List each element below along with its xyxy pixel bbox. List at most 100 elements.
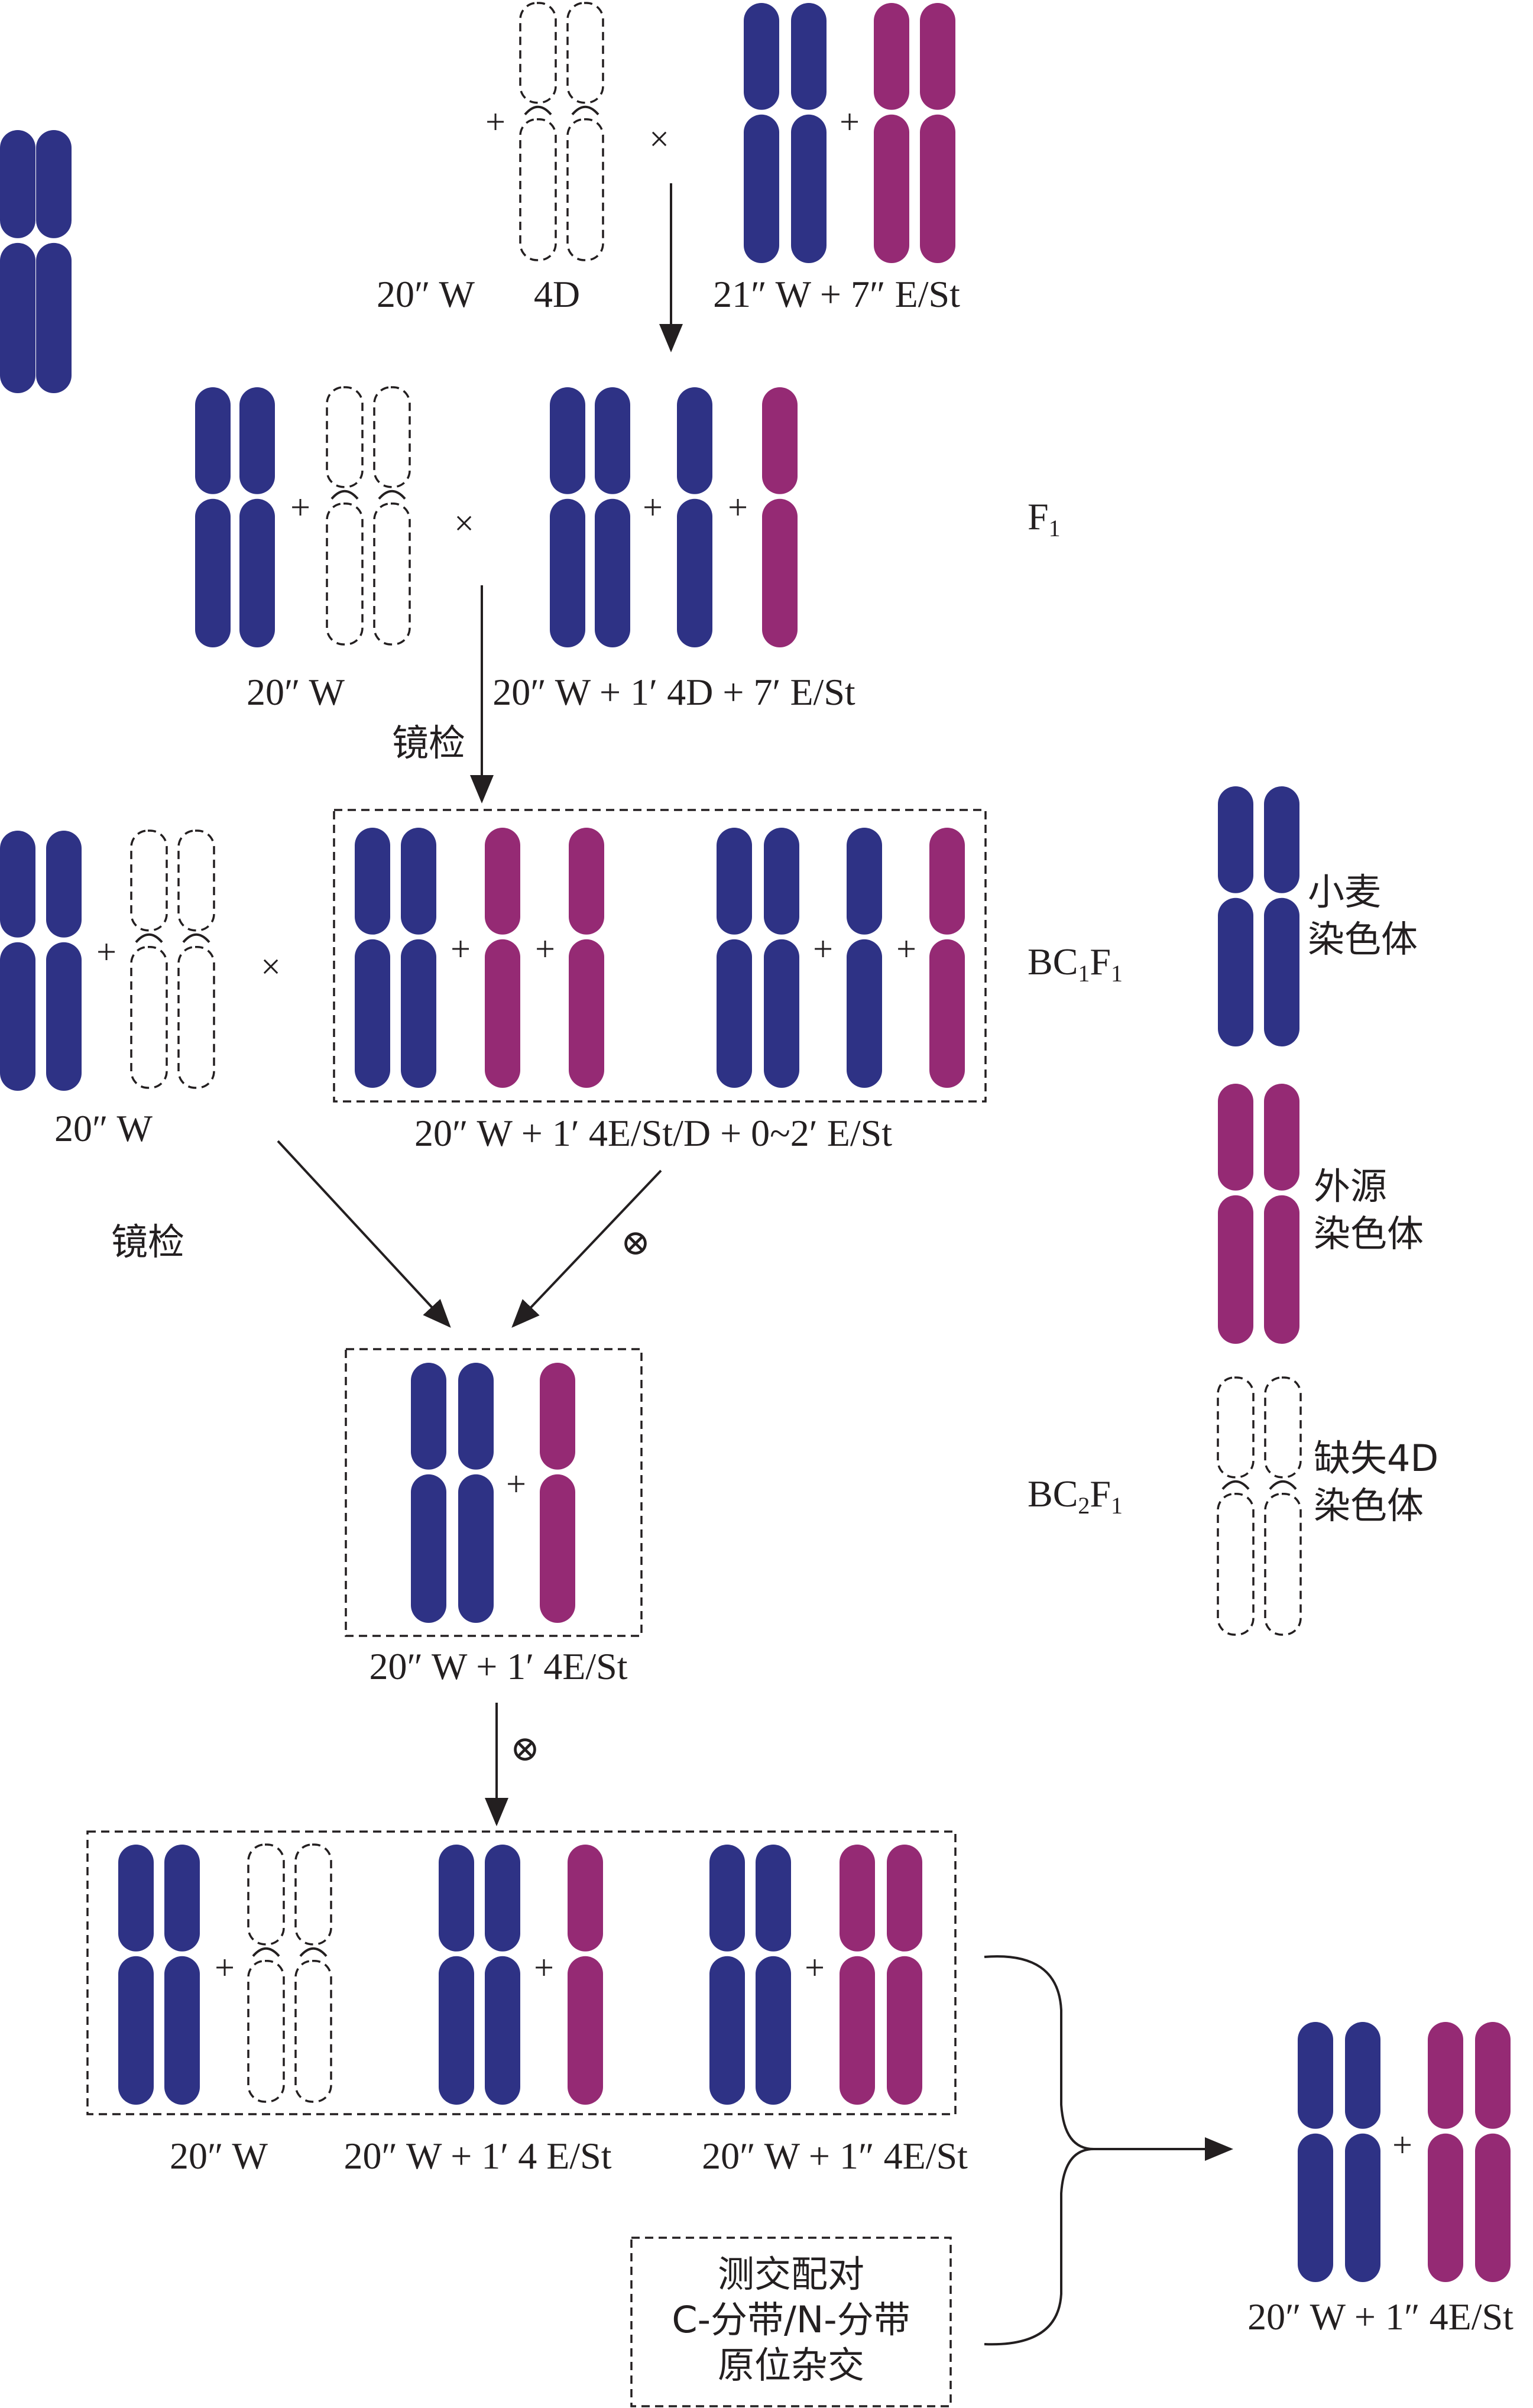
cross-sign: × <box>649 119 669 158</box>
plus-sign: + <box>728 488 748 527</box>
legend-nulli-label: 缺失4D <box>1314 1437 1438 1480</box>
chrom-group <box>485 828 520 1088</box>
chrom-group <box>540 1363 575 1623</box>
wheat-chromosome <box>744 3 779 263</box>
progeny-a-label: 20″ W <box>170 2135 268 2177</box>
wheat-chromosome <box>550 387 585 647</box>
parent-wheat-label: 20″ W <box>377 273 475 315</box>
wheat-chromosome <box>1218 786 1253 1046</box>
convergence-brace <box>984 1955 1094 2346</box>
wheat-chromosome <box>46 831 82 1091</box>
legend-wheat-swatch <box>1218 786 1299 1046</box>
wheat-chromosome <box>195 387 231 647</box>
progeny-c-label: 20″ W + 1″ 4E/St <box>702 2135 968 2177</box>
plus-sign: + <box>215 1948 235 1987</box>
f1-wheat-label: 20″ W <box>247 671 345 713</box>
wheat-chromosome <box>1345 2022 1380 2282</box>
alien-chromosome <box>568 1845 603 2105</box>
alien-chromosome <box>540 1363 575 1623</box>
alien-chromosome <box>929 828 965 1088</box>
wheat-chromosome <box>164 1845 200 2105</box>
plus-sign: + <box>96 932 116 971</box>
chrom-group <box>744 3 827 263</box>
chrom-group <box>247 1843 332 2103</box>
wheat-chromosome <box>439 1845 474 2105</box>
alien-chromosome <box>569 828 604 1088</box>
bc1f1-row: + × + + + + 20″ W 20″ W + 1′ 4E/St/D + 0… <box>0 809 1123 1154</box>
legend-nulli-swatch <box>1217 1376 1302 1636</box>
plus-sign: + <box>896 929 916 968</box>
progeny-row: + + + 20″ W 20″ W + 1′ 4 E/St 20″ W + 1″… <box>86 1830 968 2177</box>
screening-label: 镜检 <box>111 1220 184 1263</box>
wheat-chromosome <box>0 831 35 1091</box>
alien-chromosome <box>1428 2022 1463 2282</box>
final-label: 20″ W + 1″ 4E/St <box>1247 2296 1513 2338</box>
alien-chromosome <box>840 1845 875 2105</box>
legend-alien-label: 外源 <box>1314 1165 1387 1208</box>
wheat-chromosome <box>239 387 275 647</box>
legend-alien-swatch <box>1218 1084 1299 1344</box>
chrom-group <box>929 828 965 1088</box>
plus-sign: + <box>643 488 663 527</box>
chrom-group <box>1298 2022 1380 2282</box>
parent-donor-label: 21″ W + 7″ E/St <box>713 273 960 315</box>
wheat-chromosome <box>756 1845 791 2105</box>
wheat-chromosome <box>717 828 752 1088</box>
alien-chromosome <box>1264 1084 1299 1344</box>
wheat-chromosome <box>118 1845 154 2105</box>
wheat-chromosome <box>485 1845 520 2105</box>
chrom-group <box>840 1845 922 2105</box>
plus-sign: + <box>506 1464 526 1503</box>
method-line: 原位杂交 <box>718 2344 864 2387</box>
bc1-progeny-label: 20″ W + 1′ 4E/St/D + 0~2′ E/St <box>414 1112 892 1154</box>
progeny-b-label: 20″ W + 1′ 4 E/St <box>343 2135 611 2177</box>
alien-chromosome <box>874 3 909 263</box>
methods-box <box>630 2237 952 2407</box>
plus-sign: + <box>535 929 555 968</box>
bc2f1-selection-box <box>345 1348 643 1637</box>
wheat-chromosome <box>595 387 630 647</box>
wheat-chromosome <box>847 828 882 1088</box>
chrom-group <box>568 1845 603 2105</box>
wheat-chromosome <box>458 1363 494 1623</box>
plus-sign: + <box>1392 2125 1412 2164</box>
plus-sign: + <box>534 1948 554 1987</box>
chrom-group <box>519 2 604 261</box>
bc2-line-label: 20″ W + 1′ 4E/St <box>369 1645 627 1687</box>
chrom-group <box>677 387 712 647</box>
alien-chromosome <box>1218 1084 1253 1344</box>
alien-chromosome <box>762 387 798 647</box>
progeny-box <box>86 1830 957 2115</box>
legend-alien-label: 染色体 <box>1314 1212 1424 1255</box>
chrom-group <box>0 831 82 1091</box>
wheat-chromosome <box>1264 786 1299 1046</box>
plus-sign: + <box>450 929 471 968</box>
bc2f1-row: + 20″ W + 1′ 4E/St BC2F1 <box>345 1348 1123 1687</box>
chrom-group <box>0 130 72 393</box>
wheat-chromosome <box>791 3 827 263</box>
plus-sign: + <box>840 102 860 141</box>
legend-wheat-label: 染色体 <box>1308 918 1418 961</box>
backcross-arrow <box>277 1140 451 1328</box>
parent-row: + × + 20″ W 4D 21″ W + 7″ E/St <box>0 2 960 393</box>
wheat-chromosome <box>0 130 35 393</box>
wheat-chromosome <box>764 828 799 1088</box>
bc1-wheat-label: 20″ W <box>54 1107 153 1149</box>
chrom-group <box>847 828 882 1088</box>
f1-hybrid-label: 20″ W + 1′ 4D + 7′ E/St <box>492 671 855 713</box>
chrom-group <box>326 386 411 646</box>
wheat-chromosome <box>401 828 436 1088</box>
chrom-group <box>717 828 799 1088</box>
bc1f1-selection-box <box>333 809 987 1103</box>
screening-label: 镜检 <box>392 721 465 764</box>
alien-chromosome <box>1475 2022 1511 2282</box>
alien-chromosome <box>887 1845 922 2105</box>
wheat-chromosome <box>411 1363 446 1623</box>
wheat-chromosome <box>36 130 72 393</box>
self-sign: ⊗ <box>621 1223 650 1262</box>
wheat-chromosome <box>355 828 390 1088</box>
chrom-group <box>874 3 955 263</box>
chrom-group <box>439 1845 520 2105</box>
legend-wheat-label: 小麦 <box>1308 870 1381 913</box>
